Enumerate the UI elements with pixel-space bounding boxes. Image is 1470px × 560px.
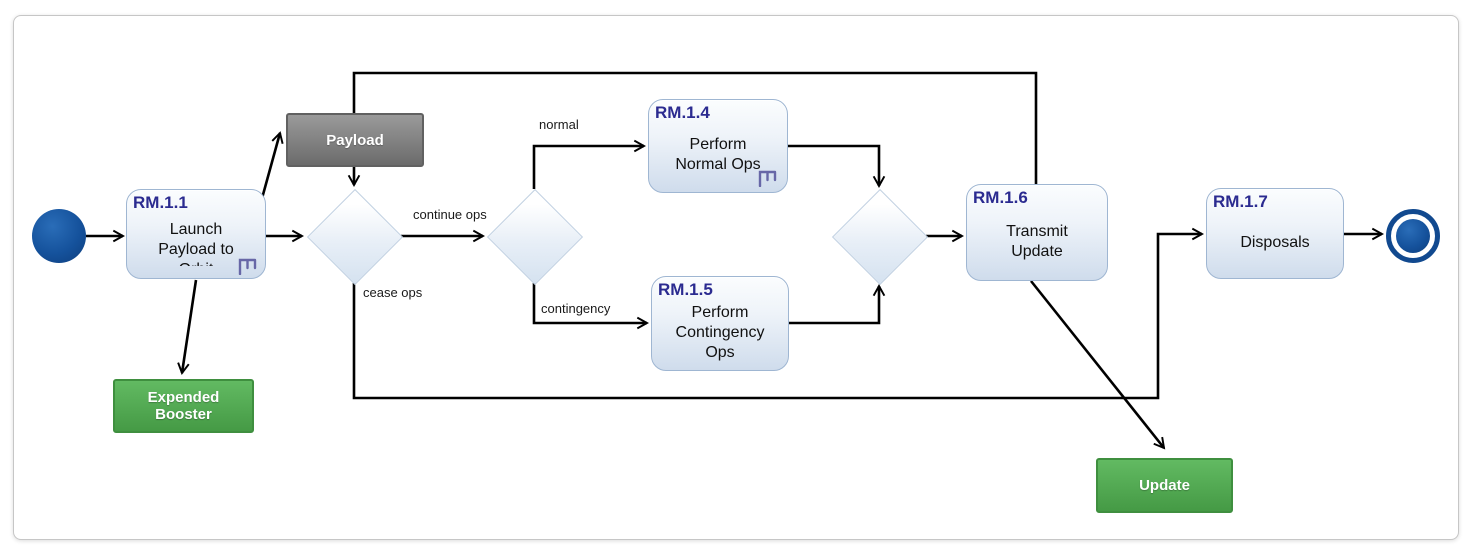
edge-rm16-to-update (1029, 280, 1166, 450)
action-label: Launch Payload toOrbit (133, 212, 259, 274)
object-label: Update (1139, 477, 1190, 494)
initial-node[interactable] (32, 209, 86, 263)
object-label: Payload (326, 131, 384, 149)
edge-rm15-to-merge (789, 284, 886, 325)
final-node-inner (1396, 219, 1430, 253)
object-node-update[interactable]: Update (1096, 458, 1233, 513)
action-label: Perform Normal Ops (675, 136, 761, 173)
action-number: RM.1.6 (973, 188, 1028, 207)
edge-rm14-to-merge (788, 144, 886, 188)
edge-label-continue-ops: continue ops (413, 207, 487, 222)
edge-label-cease-ops: cease ops (363, 285, 423, 300)
edge-contingency (532, 283, 649, 330)
edge-label-normal: normal (539, 117, 579, 132)
final-node[interactable] (1386, 209, 1440, 263)
action-number: RM.1.4 (655, 103, 710, 122)
action-number: RM.1.5 (658, 280, 713, 299)
flow-edges (86, 71, 1384, 450)
action-rm-1-1[interactable]: RM.1.1 Launch Payload toOrbit (126, 189, 266, 279)
edge-normal (532, 139, 646, 189)
action-rm-1-6[interactable]: RM.1.6 Transmit Update (966, 184, 1108, 281)
action-label: Disposals (1240, 233, 1310, 251)
edge-rm11-to-payload (259, 131, 284, 203)
action-rm-1-5[interactable]: RM.1.5 Perform Contingency Ops (651, 276, 789, 371)
edge-rm11-to-expended-booster (177, 279, 198, 375)
rake-decomposition-icon (758, 170, 777, 187)
object-node-expended-booster[interactable]: Expended Booster (113, 379, 254, 433)
rake-decomposition-icon (238, 258, 257, 275)
action-number: RM.1.1 (133, 193, 188, 212)
action-rm-1-4[interactable]: RM.1.4 Perform Normal Ops (648, 99, 788, 193)
edge-rm16-to-payload-loop (352, 71, 1038, 184)
object-node-payload[interactable]: Payload (286, 113, 424, 167)
action-rm-1-7[interactable]: RM.1.7 Disposals (1206, 188, 1344, 279)
diagram-canvas: RM.1.1 Launch Payload toOrbit Payload Ex… (13, 15, 1459, 540)
action-label: Perform Contingency Ops (675, 303, 765, 361)
action-number: RM.1.7 (1213, 192, 1268, 211)
clipped-text: Orbit (179, 260, 214, 266)
action-label: Transmit Update (1006, 222, 1068, 260)
edge-cease-ops (352, 227, 1204, 400)
object-label: Expended Booster (147, 389, 220, 423)
edge-label-contingency: contingency (541, 301, 611, 316)
